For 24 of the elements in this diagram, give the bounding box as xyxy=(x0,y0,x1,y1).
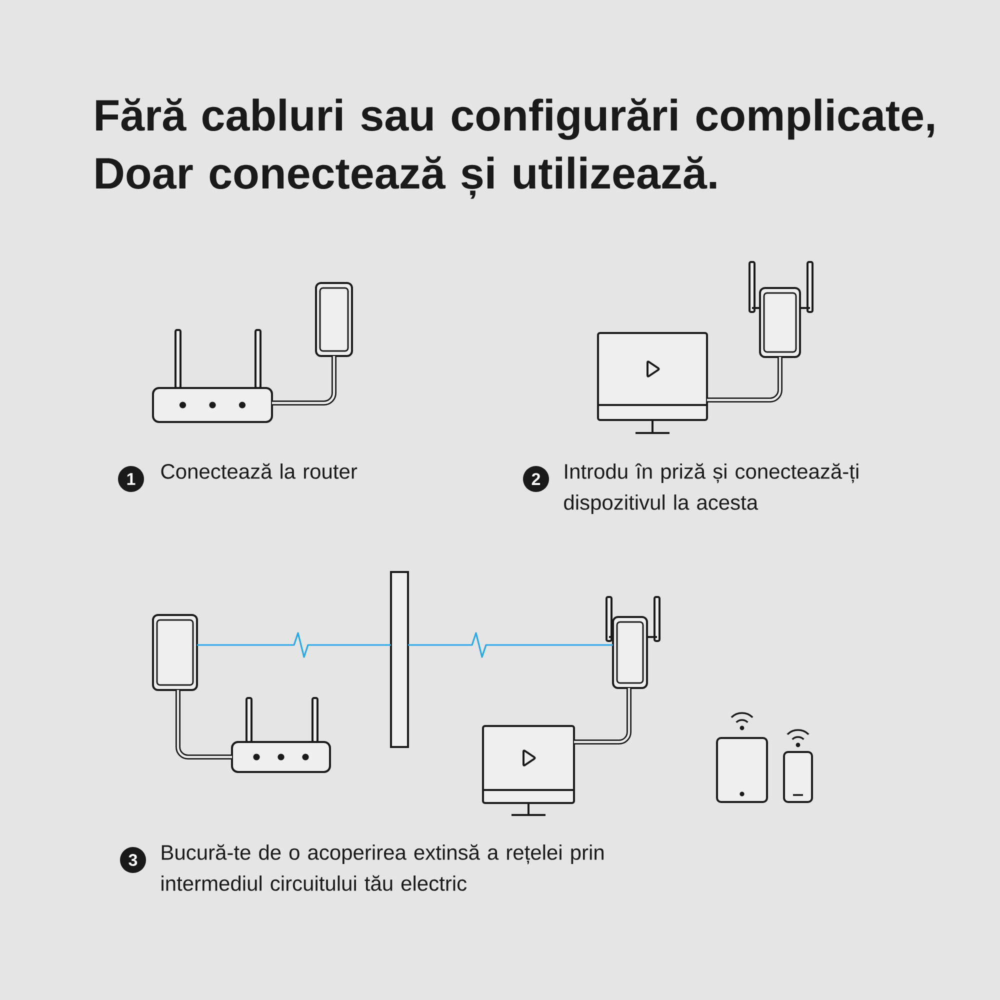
extender-drawing xyxy=(606,596,660,689)
cable xyxy=(176,690,232,760)
step-number: 3 xyxy=(120,847,146,873)
step-text: Conectează la router xyxy=(161,463,358,479)
step-text: Bucură-te de o acoperirea extinsă a rețelei prin intermediul circuitului tău electric xyxy=(162,844,604,891)
adapter-drawing xyxy=(315,282,353,357)
cable xyxy=(574,688,632,744)
step-text: Introdu în priză și conectează-ți dispozitivul la acesta xyxy=(564,463,858,514)
signal-line xyxy=(408,632,613,658)
step-number: 1 xyxy=(118,466,144,492)
tablet-drawing xyxy=(716,712,768,803)
router-drawing xyxy=(152,329,273,423)
cable xyxy=(272,356,336,406)
monitor-drawing xyxy=(482,725,575,816)
step-number: 2 xyxy=(523,466,549,492)
monitor-drawing xyxy=(597,332,708,434)
router-drawing xyxy=(231,697,331,773)
cable xyxy=(707,357,783,402)
phone-drawing xyxy=(783,729,814,803)
adapter-drawing xyxy=(152,614,198,691)
signal-line xyxy=(197,632,391,658)
title: Fără cabluri sau configurări complicate, Doar conectează și utilizează. xyxy=(96,98,934,199)
extender-drawing xyxy=(748,261,814,358)
wall xyxy=(390,571,409,748)
